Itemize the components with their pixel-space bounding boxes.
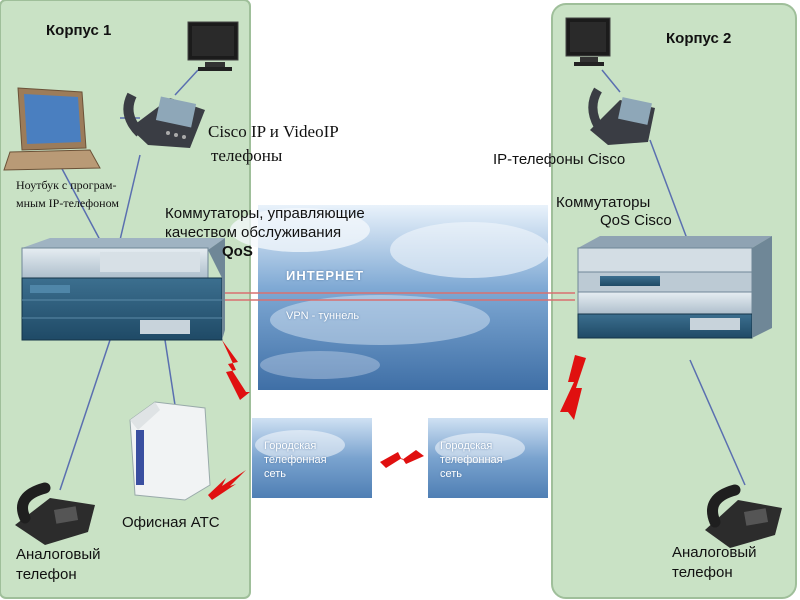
laptop-label-line1: Ноутбук с програм- (16, 178, 117, 192)
switches-left-label-line2: качеством обслуживания (165, 224, 342, 241)
left-links (59, 69, 199, 491)
lightning-right-icon (560, 355, 586, 420)
router-stack-right-icon (577, 236, 772, 339)
ip-phones-right-label: IP-телефоны Cisco (493, 151, 626, 168)
city-network-left-box (252, 418, 372, 498)
ip-phone-left-icon (123, 92, 205, 148)
office-pbx-label: Офисная АТС (122, 514, 220, 531)
city-network-right-label-line1: Городская (440, 440, 493, 452)
city-network-left-label-line1: Городская (264, 440, 317, 452)
ip-phones-left-label-line1: Cisco IP и VideoIP (208, 122, 339, 141)
analog-phone-right-label-line1: Аналоговый (672, 544, 757, 561)
analog-phone-left-label-line1: Аналоговый (16, 546, 101, 563)
internet-title: ИНТЕРНЕТ (286, 268, 365, 283)
city-network-right-label-line3: сеть (440, 468, 463, 480)
switches-left-label-line1: Коммутаторы, управляющие (165, 205, 365, 222)
switches-left-label-line3: QoS (222, 243, 253, 260)
city-network-right-label-line2: телефонная (440, 454, 503, 466)
internet-cloud (230, 205, 550, 390)
switches-right-label-line1: Коммутаторы (556, 194, 651, 211)
vpn-tunnel-label: VPN - туннель (286, 310, 360, 322)
lightning-left-upper-icon (222, 340, 250, 400)
lightning-pbx-icon (208, 470, 246, 500)
laptop-icon (3, 87, 101, 171)
ip-phone-right-icon (588, 87, 655, 145)
router-stack-left-icon (21, 238, 225, 341)
analog-phone-left-icon (15, 482, 95, 545)
office-pbx-icon (129, 401, 211, 501)
city-network-right-box (428, 418, 548, 498)
analog-phone-right-icon (705, 484, 782, 548)
vpn-tunnel-link (222, 292, 575, 301)
building-2-title: Корпус 2 (666, 30, 732, 47)
building-1-title: Корпус 1 (46, 22, 112, 39)
laptop-label-line2: мным IP-телефоном (16, 196, 119, 210)
monitor-left-icon (187, 21, 239, 71)
city-network-left-label-line3: сеть (264, 468, 287, 480)
city-network-left-label-line2: телефонная (264, 454, 327, 466)
analog-phone-right-label-line2: телефон (672, 564, 733, 581)
lightning-city-link-icon (380, 450, 424, 468)
ip-phones-left-label-line2: телефоны (211, 146, 283, 165)
switches-right-label-line2: QoS Cisco (600, 212, 672, 229)
monitor-right-icon (565, 17, 611, 66)
analog-phone-left-label-line2: телефон (16, 566, 77, 583)
